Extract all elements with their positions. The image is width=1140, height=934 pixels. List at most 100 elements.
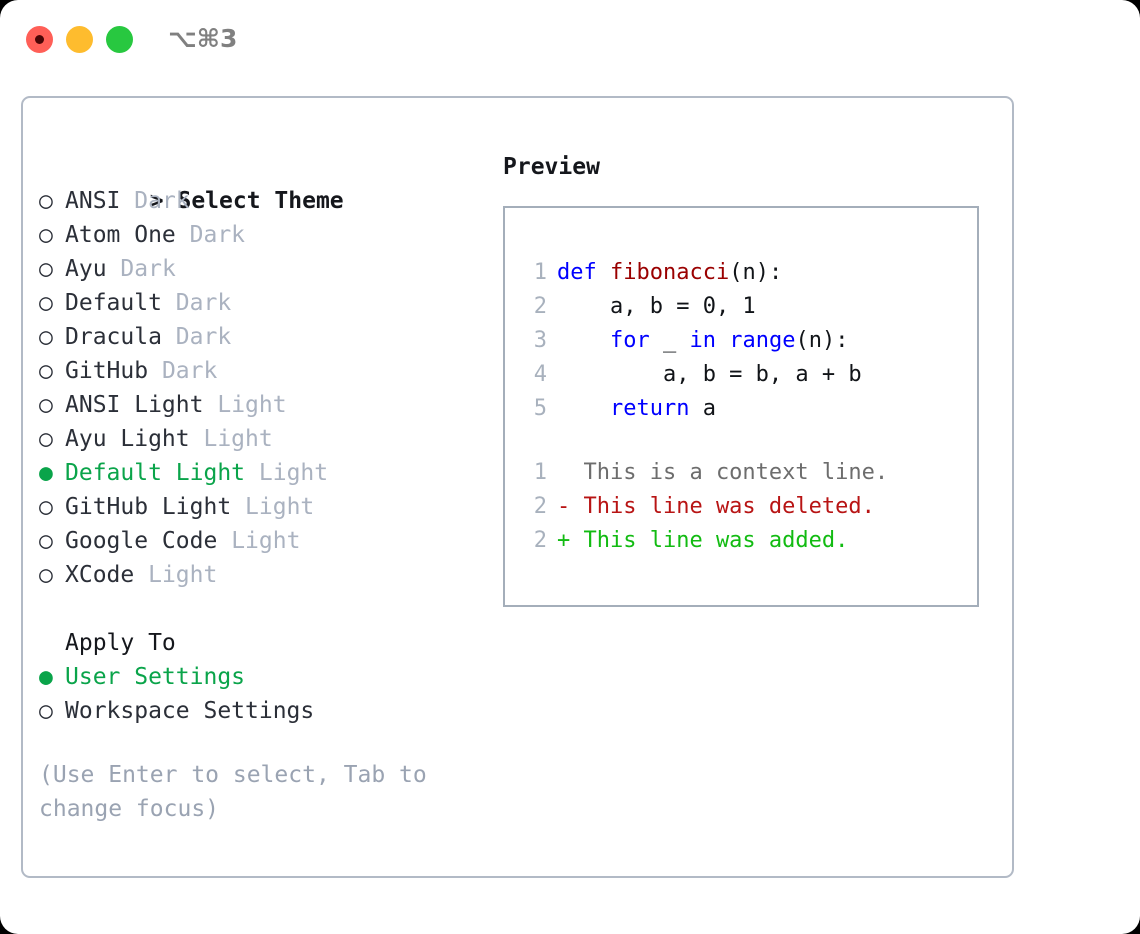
separator-space	[203, 392, 217, 418]
theme-list[interactable]: ○ANSI Dark○Atom One Dark○Ayu Dark○Defaul…	[39, 184, 469, 592]
code-line: 2 a, b = 0, 1	[523, 290, 969, 324]
theme-list-item[interactable]: ○ XCode Light	[39, 558, 469, 592]
separator-space	[217, 528, 231, 554]
radio-unselected-icon[interactable]: ○	[39, 426, 53, 452]
apply-to-list[interactable]: ●User Settings○Workspace Settings	[39, 660, 469, 728]
code-token: - This line was deleted.	[557, 494, 875, 519]
radio-selected-icon[interactable]: ●	[39, 664, 53, 690]
theme-list-item[interactable]: ○GitHub Dark	[39, 354, 469, 388]
theme-list-item[interactable]: ○Google Code Light	[39, 524, 469, 558]
line-number: 4	[533, 362, 547, 387]
code-line: 4 a, b = b, a + b	[523, 358, 969, 392]
radio-unselected-icon[interactable]: ○	[39, 358, 53, 384]
code-token: + This line was added.	[557, 528, 849, 553]
radio-unselected-icon[interactable]: ○	[39, 698, 53, 724]
radio-unselected-icon[interactable]: ○	[39, 562, 53, 588]
theme-picker-header: > Select Theme	[39, 150, 469, 214]
code-token: (n):	[729, 260, 783, 285]
diff-sample: 1 This is a context line.2- This line wa…	[523, 456, 969, 558]
theme-category: Light	[217, 392, 287, 418]
theme-category: Light	[148, 562, 218, 588]
radio-unselected-icon[interactable]: ○	[39, 324, 53, 350]
diff-line: 2 + This line was added.	[523, 524, 969, 558]
code-token: a, b = b, a + b	[557, 362, 862, 387]
theme-list-item[interactable]: ○Default Dark	[39, 286, 469, 320]
theme-list-item[interactable]: ○ANSI Light Light	[39, 388, 469, 422]
code-token: (n):	[795, 328, 849, 353]
close-button-center-dot	[35, 35, 44, 44]
code-token: for	[609, 328, 650, 353]
separator-space	[162, 290, 176, 316]
radio-unselected-icon[interactable]: ○	[39, 256, 53, 282]
code-diff-separator	[523, 426, 969, 456]
theme-name: ANSI	[65, 188, 121, 214]
code-line: 5 return a	[523, 392, 969, 426]
theme-picker-column: > Select Theme ○ANSI Dark○Atom One Dark○…	[39, 150, 469, 826]
theme-picker-header-label: > Select Theme	[149, 188, 344, 214]
theme-category: Dark	[175, 324, 232, 350]
theme-category: Dark	[189, 222, 246, 248]
diff-line: 1 This is a context line.	[523, 456, 969, 490]
separator-space	[245, 460, 259, 486]
code-line: 3 for _ in range(n):	[523, 324, 969, 358]
theme-category: Light	[258, 460, 329, 486]
theme-category: Dark	[134, 188, 190, 214]
apply-to-option[interactable]: ●User Settings	[39, 660, 469, 694]
theme-name: GitHub Light	[65, 494, 232, 520]
main-panel: > Select Theme ○ANSI Dark○Atom One Dark○…	[21, 96, 1014, 878]
separator-space	[231, 494, 245, 520]
code-token: This is a context line.	[557, 460, 889, 485]
separator-space	[107, 256, 121, 282]
radio-unselected-icon[interactable]: ○	[39, 222, 53, 248]
theme-list-item[interactable]: ○ Ayu Light Light	[39, 422, 469, 456]
code-token: def	[557, 260, 610, 285]
code-token: _	[649, 328, 690, 353]
theme-category: Light	[203, 426, 273, 452]
code-token: return	[609, 396, 690, 421]
theme-list-item[interactable]: ○ GitHub Light Light	[39, 490, 469, 524]
line-number: 2	[533, 528, 547, 553]
maximize-button-icon[interactable]	[106, 26, 133, 53]
theme-category: Dark	[120, 256, 176, 282]
line-number: 3	[533, 328, 547, 353]
diff-line: 2- This line was deleted.	[523, 490, 969, 524]
title-bar: ⌥⌘3	[0, 0, 1140, 78]
code-token: range	[729, 328, 796, 353]
separator-space	[120, 188, 134, 214]
theme-name: Ayu Light	[65, 426, 190, 452]
line-number: 1	[533, 260, 547, 285]
theme-list-item[interactable]: ○ ANSI Dark	[39, 184, 469, 218]
theme-name: XCode	[65, 562, 135, 588]
line-number: 2	[533, 294, 547, 319]
theme-category: Light	[231, 528, 301, 554]
radio-unselected-icon[interactable]: ○	[39, 494, 53, 520]
preview-title: Preview	[503, 154, 600, 180]
code-token	[716, 328, 729, 353]
minimize-button-icon[interactable]	[66, 26, 93, 53]
radio-unselected-icon[interactable]: ○	[39, 392, 53, 418]
line-number: 5	[533, 396, 547, 421]
separator-space	[148, 358, 162, 384]
code-token	[557, 328, 610, 353]
apply-to-option[interactable]: ○Workspace Settings	[39, 694, 469, 728]
theme-list-item[interactable]: ○Ayu Dark	[39, 252, 469, 286]
apply-to-label: Apply To	[65, 630, 176, 656]
theme-category: Light	[245, 494, 315, 520]
list-spacer	[39, 592, 469, 626]
theme-list-item[interactable]: ○Atom One Dark	[39, 218, 469, 252]
code-token: a, b = 0, 1	[557, 294, 756, 319]
radio-unselected-icon[interactable]: ○	[39, 290, 53, 316]
radio-unselected-icon[interactable]: ○	[39, 528, 53, 554]
radio-unselected-icon[interactable]: ○	[39, 188, 53, 214]
theme-list-item[interactable]: ●Default Light Light	[39, 456, 469, 490]
theme-list-item[interactable]: ○ Dracula Dark	[39, 320, 469, 354]
theme-name: Dracula	[65, 324, 162, 350]
radio-selected-icon[interactable]: ●	[39, 460, 53, 486]
code-token: in	[689, 328, 716, 353]
help-text: (Use Enter to select, Tab to change focu…	[39, 762, 427, 822]
